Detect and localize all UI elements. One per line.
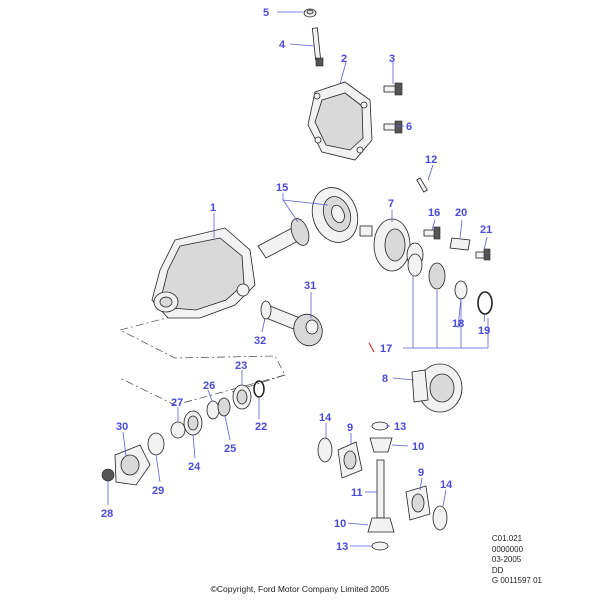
part-19-circlip [477, 291, 493, 315]
callout-15: 15 [276, 182, 288, 194]
part-2-rear-cover [307, 81, 373, 161]
part-20-lock-plate [449, 237, 471, 251]
callout-5: 5 [263, 7, 269, 19]
callout-18: 18 [452, 318, 464, 330]
callout-20: 20 [455, 207, 467, 219]
reference-line-4: DD [491, 565, 504, 575]
callout-29: 29 [152, 485, 164, 497]
part-12-pin [416, 177, 428, 193]
callout-16: 16 [428, 207, 440, 219]
part-28-nut [101, 468, 115, 482]
part-8-differential-assembly [411, 363, 463, 413]
reference-line-1: C01.021 [491, 534, 523, 543]
drawing-reference-block: C01.021 0000000 03-2005 DD G 0011597 01 [492, 534, 542, 587]
assembly-outline-box-right [231, 374, 286, 393]
callout-31: 31 [304, 280, 316, 292]
part-14-thrust-washer-right [432, 505, 448, 531]
part-10-pinion-gear-top [369, 437, 393, 453]
part-11-cross-shaft [376, 459, 385, 519]
part-21-bolt [475, 248, 491, 261]
callout-8: 8 [382, 373, 388, 385]
callout-24: 24 [188, 461, 201, 473]
part-6-bolt [383, 120, 403, 134]
part-30-flange [114, 444, 151, 486]
callout-32: 32 [254, 335, 266, 347]
part-31-output-flange [265, 305, 323, 347]
part-29-seal [147, 432, 165, 456]
callout-12: 12 [425, 154, 437, 166]
part-9-side-gear-left [337, 441, 363, 479]
part-15-ring-and-pinion [257, 187, 359, 259]
callout-3: 3 [389, 53, 395, 65]
part-10-pinion-gear-bottom [367, 517, 395, 533]
callout-22: 22 [255, 421, 267, 433]
part-1-housing [151, 227, 256, 319]
leader-lines [107, 11, 489, 547]
callout-2: 2 [341, 53, 347, 65]
part-24-bearing-cup [183, 410, 203, 436]
callout-26: 26 [203, 380, 215, 392]
part-9-side-gear-right [405, 485, 431, 521]
callout-17: 17 [380, 343, 392, 355]
copyright-notice: ©Copyright, Ford Motor Company Limited 2… [210, 584, 390, 594]
callout-28: 28 [101, 508, 113, 520]
callout-7: 7 [388, 198, 394, 210]
callout-9-right: 9 [418, 467, 424, 479]
marker-tick [368, 342, 375, 353]
callout-13-bottom: 13 [336, 541, 348, 553]
part-3-bolt [383, 82, 403, 96]
callout-27: 27 [171, 397, 183, 409]
part-27-nut [170, 421, 186, 439]
callout-4: 4 [279, 39, 286, 51]
part-23-bearing [232, 384, 252, 410]
part-26-spacer [206, 400, 220, 420]
callout-25: 25 [224, 443, 236, 455]
reference-line-5: G 0011597 01 [491, 576, 542, 585]
part-25-shim [217, 397, 231, 417]
part-5-cap [303, 8, 317, 18]
callout-13-top: 13 [394, 421, 406, 433]
part-13-washer-bottom [371, 541, 389, 551]
callout-labels: 5 4 2 3 6 12 15 7 1 16 20 21 31 18 19 32… [101, 7, 492, 553]
part-32-seal [260, 300, 272, 320]
callout-30: 30 [116, 421, 128, 433]
callout-10-top: 10 [412, 441, 424, 453]
callout-14-right: 14 [440, 479, 453, 491]
reference-line-2: 0000000 [491, 544, 524, 554]
callout-1: 1 [210, 202, 216, 214]
assembly-outline-box-left [119, 311, 286, 406]
callout-19: 19 [478, 325, 490, 337]
callout-21: 21 [480, 224, 492, 236]
callout-6: 6 [406, 121, 412, 133]
part-18-bearing-set [407, 253, 468, 300]
reference-line-3: 03-2005 [491, 555, 522, 564]
callout-14-left: 14 [319, 412, 332, 424]
callout-9-left: 9 [347, 422, 353, 434]
part-14-thrust-washer-left [317, 437, 333, 463]
callout-11: 11 [351, 487, 363, 499]
callout-10-bottom: 10 [334, 518, 346, 530]
part-16-bolt [423, 226, 441, 240]
part-13-washer-top [371, 421, 389, 431]
callout-23: 23 [235, 360, 247, 372]
part-4-vent-tube [311, 27, 324, 67]
